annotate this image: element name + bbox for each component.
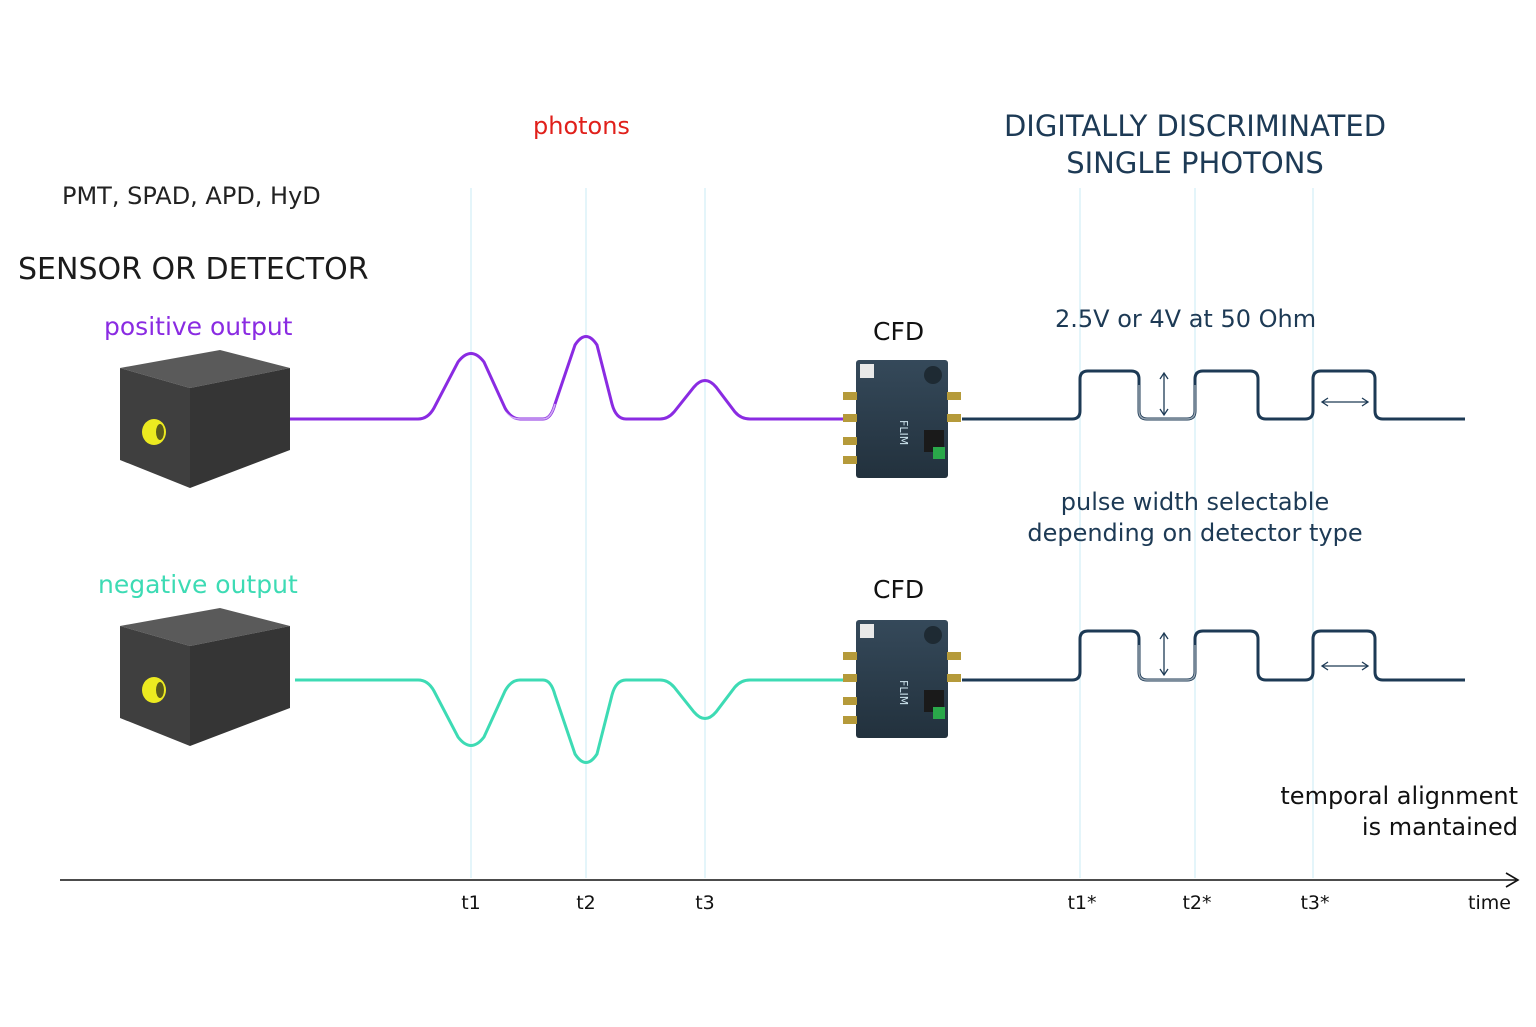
width-arrow-icon: [1320, 397, 1370, 407]
svg-text:FLIM: FLIM: [897, 420, 910, 445]
tick-t3-star: t3*: [1300, 892, 1330, 914]
detector-box-icon: [120, 608, 290, 746]
negative-output-label: negative output: [98, 570, 298, 599]
time-axis-label: time: [1468, 892, 1511, 914]
tick-t2: t2: [576, 892, 596, 914]
sensor-title: SENSOR OR DETECTOR: [18, 252, 369, 287]
temporal-line1: temporal alignment: [1280, 782, 1518, 810]
negative-analog-signal: [295, 678, 850, 764]
time-guide-lines: [470, 188, 1314, 878]
tick-t1: t1: [461, 892, 481, 914]
amplitude-arrow-icon: [1159, 371, 1169, 417]
cfd-label-top: CFD: [873, 317, 925, 346]
positive-analog-signal: [290, 335, 850, 421]
photons-label: photons: [533, 112, 630, 140]
digital-title-line1: DIGITALLY DISCRIMINATED: [1003, 109, 1387, 143]
time-axis: [60, 872, 1520, 888]
pulse-width-line2: depending on detector type: [1027, 519, 1363, 547]
cfd-label-bottom: CFD: [873, 575, 925, 604]
digital-signal-bottom: [962, 629, 1465, 682]
positive-output-label: positive output: [104, 312, 293, 341]
voltage-label: 2.5V or 4V at 50 Ohm: [1055, 305, 1317, 333]
tick-t3: t3: [695, 892, 715, 914]
digital-signal-top: [962, 369, 1465, 421]
digital-title: DIGITALLY DISCRIMINATED SINGLE PHOTONS: [960, 108, 1430, 182]
detector-types-label: PMT, SPAD, APD, HyD: [62, 182, 321, 210]
detector-box-icon: [120, 350, 290, 488]
tick-t2-star: t2*: [1182, 892, 1212, 914]
cfd-module-icon: FLIM: [843, 620, 961, 738]
temporal-line2: is mantained: [1361, 813, 1518, 841]
pulse-width-note: pulse width selectable depending on dete…: [990, 487, 1400, 549]
amplitude-arrow-icon: [1159, 631, 1169, 677]
pulse-width-line1: pulse width selectable: [1060, 488, 1330, 516]
width-arrow-icon: [1320, 661, 1370, 671]
svg-text:FLIM: FLIM: [897, 680, 910, 705]
temporal-alignment-note: temporal alignment is mantained: [1210, 781, 1518, 843]
cfd-module-icon: FLIM: [843, 360, 961, 478]
digital-title-line2: SINGLE PHOTONS: [1066, 146, 1324, 180]
tick-t1-star: t1*: [1067, 892, 1097, 914]
